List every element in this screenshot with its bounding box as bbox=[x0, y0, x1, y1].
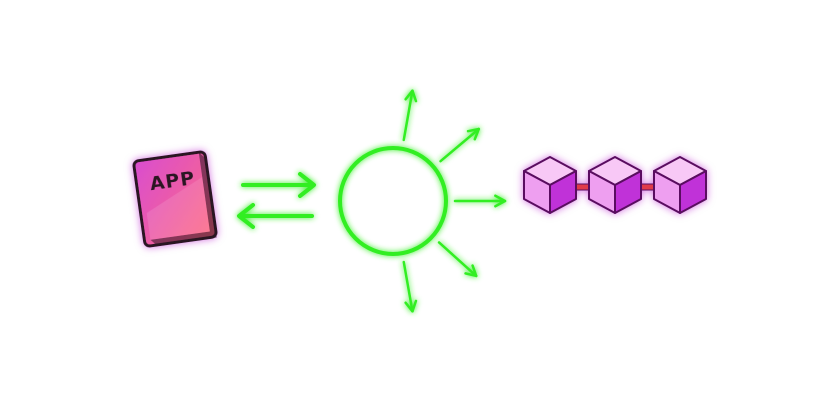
ray-up-arrow bbox=[402, 89, 418, 142]
arrow-to-hub bbox=[241, 172, 316, 198]
bidirectional-arrows-icon bbox=[237, 172, 316, 229]
chain-link bbox=[575, 183, 590, 191]
chain-link bbox=[640, 183, 655, 191]
ray-upper-right-arrow bbox=[439, 127, 481, 163]
blockchain bbox=[523, 156, 707, 214]
hub-rays bbox=[402, 89, 507, 313]
ray-down-arrow bbox=[402, 260, 418, 313]
hub-circle-icon bbox=[338, 146, 448, 256]
cube-block-icon bbox=[653, 156, 707, 214]
app-card-icon: APP bbox=[132, 150, 218, 248]
cube-block-icon bbox=[523, 156, 577, 214]
cube-block-icon bbox=[588, 156, 642, 214]
ray-lower-right-arrow bbox=[437, 241, 478, 278]
arrow-to-app bbox=[237, 203, 314, 229]
ray-right-arrow bbox=[453, 194, 507, 208]
